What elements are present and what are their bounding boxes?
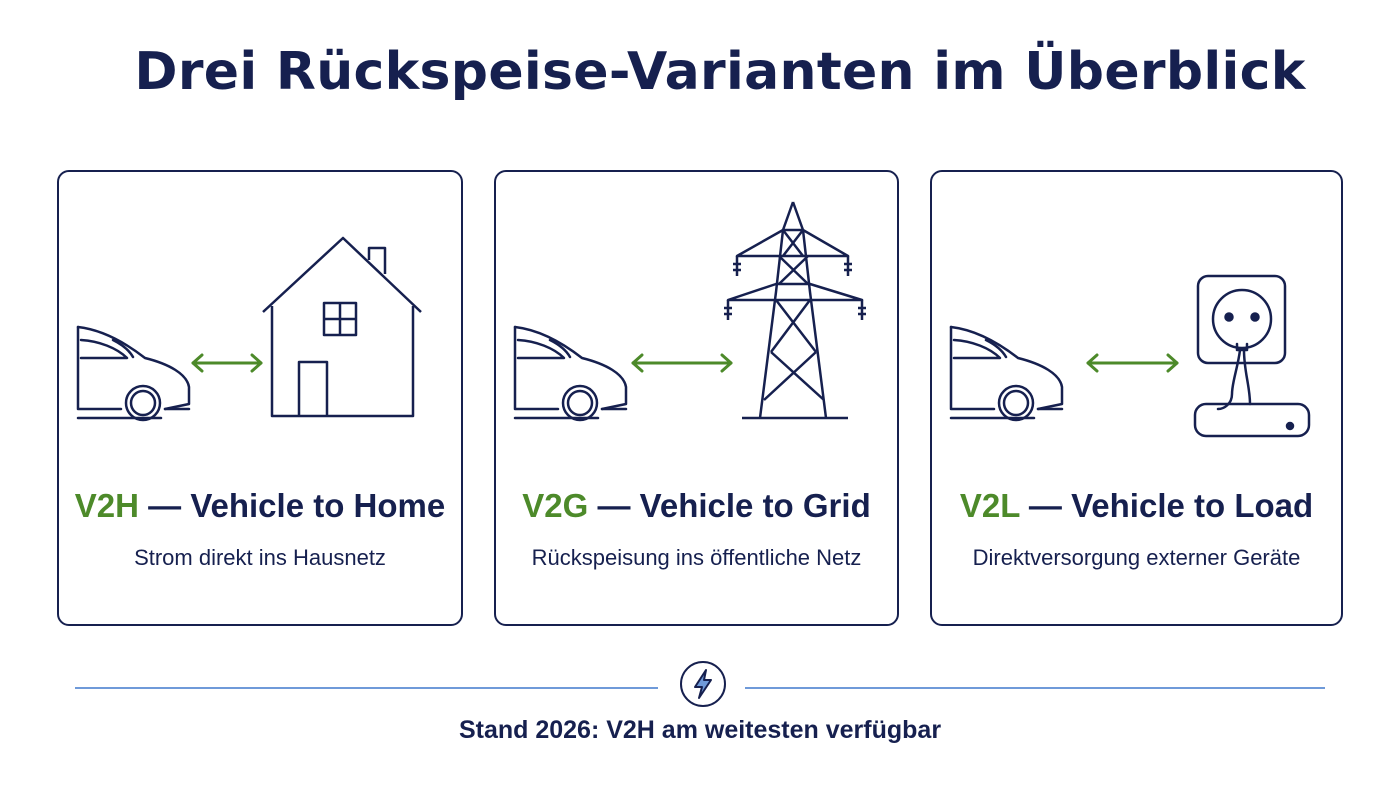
power-pylon-icon (724, 201, 866, 420)
car-icon (513, 325, 628, 422)
car-icon (949, 325, 1064, 422)
lightning-bolt-icon (680, 661, 726, 707)
variant-name: Vehicle to Load (1071, 487, 1314, 524)
variant-code: V2G (522, 487, 589, 524)
variant-name: Vehicle to Home (190, 487, 446, 524)
card-description: Rückspeisung ins öffentliche Netz (531, 545, 862, 570)
variant-name: Vehicle to Grid (639, 487, 871, 524)
variant-code: V2H (74, 487, 139, 524)
house-icon (262, 236, 422, 418)
double-arrow-icon (1086, 353, 1179, 373)
heading-separator: — (588, 487, 640, 524)
card-heading: V2H — Vehicle to Home (59, 487, 461, 525)
page-title: Drei Rückspeise-Varianten im Überblick (134, 42, 1306, 102)
card-heading: V2L — Vehicle to Load (932, 487, 1341, 525)
v2h-illustration (76, 236, 422, 422)
card-v2g: V2G — Vehicle to Grid Rückspeisung ins ö… (494, 170, 899, 626)
v2l-illustration (949, 274, 1311, 438)
card-description: Direktversorgung externer Geräte (972, 545, 1301, 570)
card-v2l: V2L — Vehicle to Load Direktversorgung e… (930, 170, 1343, 626)
power-outlet-icon (1193, 274, 1311, 438)
double-arrow-icon (191, 353, 263, 373)
car-icon (76, 325, 191, 422)
divider-left (75, 687, 658, 689)
double-arrow-icon (631, 353, 733, 373)
card-heading: V2G — Vehicle to Grid (496, 487, 897, 525)
card-description: Strom direkt ins Hausnetz (134, 545, 386, 570)
card-v2h: V2H — Vehicle to Home Strom direkt ins H… (57, 170, 463, 626)
variant-code: V2L (959, 487, 1020, 524)
heading-separator: — (1019, 487, 1072, 524)
divider-right (745, 687, 1325, 689)
heading-separator: — (138, 487, 191, 524)
footer-note: Stand 2026: V2H am weitesten verfügbar (458, 716, 942, 744)
v2g-illustration (513, 201, 866, 422)
